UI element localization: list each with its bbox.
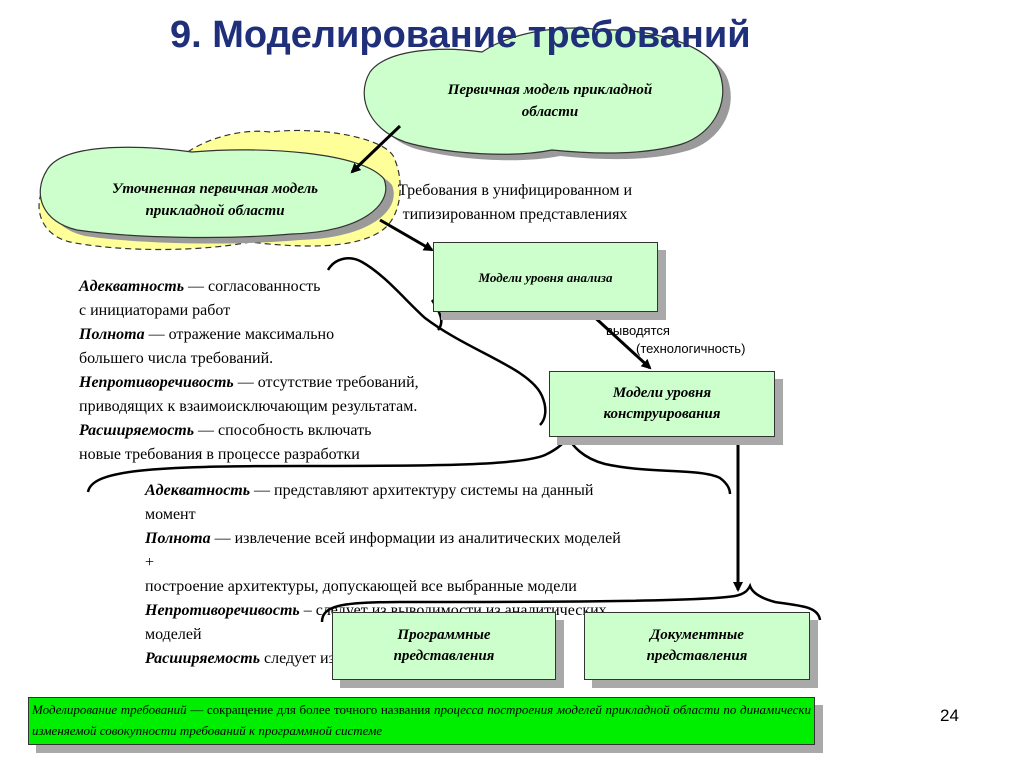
document-representations-box: Документные представления	[584, 612, 810, 680]
design-models-line2: конструирования	[603, 406, 721, 422]
requirements-note-line2: типизированном представлениях	[402, 206, 628, 223]
analysis-props-bracket	[326, 257, 547, 426]
analysis-models-box: Модели уровня анализа	[433, 242, 658, 312]
design-models-box: Модели уровня конструирования	[549, 371, 775, 437]
bottom-boxes-bracket	[320, 582, 822, 623]
derive-label-line1: выводятся	[606, 323, 670, 338]
design-prop-line: Адекватность — представляют архитектуру …	[145, 482, 594, 499]
arrow-analysis-to-design	[588, 311, 652, 370]
page-number: 24	[940, 706, 959, 725]
primary-model-line1: Первичная модель прикладной	[447, 82, 653, 98]
analysis-prop-line: приводящих к взаимоисключающим результат…	[79, 398, 418, 415]
primary-cloud-shape	[363, 27, 724, 155]
refined-cloud-shape	[39, 146, 387, 239]
analysis-prop-line: новые требования в процессе разработки	[79, 446, 360, 463]
analysis-prop-line: Расширяемость — способность включать	[79, 422, 372, 439]
program-representations-line1: Программные	[397, 627, 491, 643]
design-models-line1: Модели уровня	[612, 385, 712, 401]
document-representations-line2: представления	[646, 648, 748, 664]
analysis-prop-line: Полнота — отражение максимально	[79, 326, 335, 343]
requirements-note-line1: Требования в унифицированном и	[398, 182, 633, 199]
definition-dash: — сокращение для более точного названия	[186, 702, 434, 717]
analysis-properties: Адекватность — согласованность с инициат…	[79, 275, 419, 467]
definition-box: Моделирование требований — сокращение дл…	[28, 697, 815, 745]
definition-term: Моделирование требований	[32, 702, 187, 717]
refined-model-cloud: Уточненная первичная модель прикладной о…	[50, 178, 380, 222]
design-prop-line: +	[145, 554, 155, 571]
design-prop-line: Полнота — извлечение всей информации из …	[145, 530, 621, 547]
refined-model-line1: Уточненная первичная модель	[111, 181, 319, 197]
design-prop-line: моделей	[145, 626, 202, 643]
analysis-prop-line: большего числа требований.	[79, 350, 274, 367]
design-properties: Адекватность — представляют архитектуру …	[145, 479, 621, 671]
analysis-prop-line: с инициаторами работ	[79, 302, 231, 319]
document-representations-line1: Документные	[650, 627, 744, 643]
design-prop-line: построение архитектуры, допускающей все …	[145, 578, 577, 595]
refined-model-line2: прикладной области	[145, 203, 285, 219]
definition-italic: процесса построения моделей прикладной о…	[32, 702, 811, 738]
analysis-models-label: Модели уровня анализа	[478, 269, 613, 285]
page-title: 9. Моделирование требований	[170, 14, 751, 56]
derive-label-line2: (технологичность)	[636, 341, 746, 356]
design-props-bracket	[86, 434, 732, 495]
primary-model-line2: области	[521, 104, 579, 120]
analysis-prop-line: Адекватность — согласованность	[79, 278, 321, 295]
program-representations-box: Программные представления	[332, 612, 556, 680]
design-prop-line: момент	[145, 506, 196, 523]
arrow-refined-to-analysis	[379, 218, 434, 252]
program-representations-line2: представления	[393, 648, 495, 664]
arrow-primary-to-refined	[350, 124, 402, 174]
requirements-note: Требования в унифицированном и типизиров…	[398, 179, 632, 227]
analysis-prop-line: Непротиворечивость — отсутствие требован…	[79, 374, 419, 391]
primary-model-cloud: Первичная модель прикладной области	[395, 79, 705, 123]
